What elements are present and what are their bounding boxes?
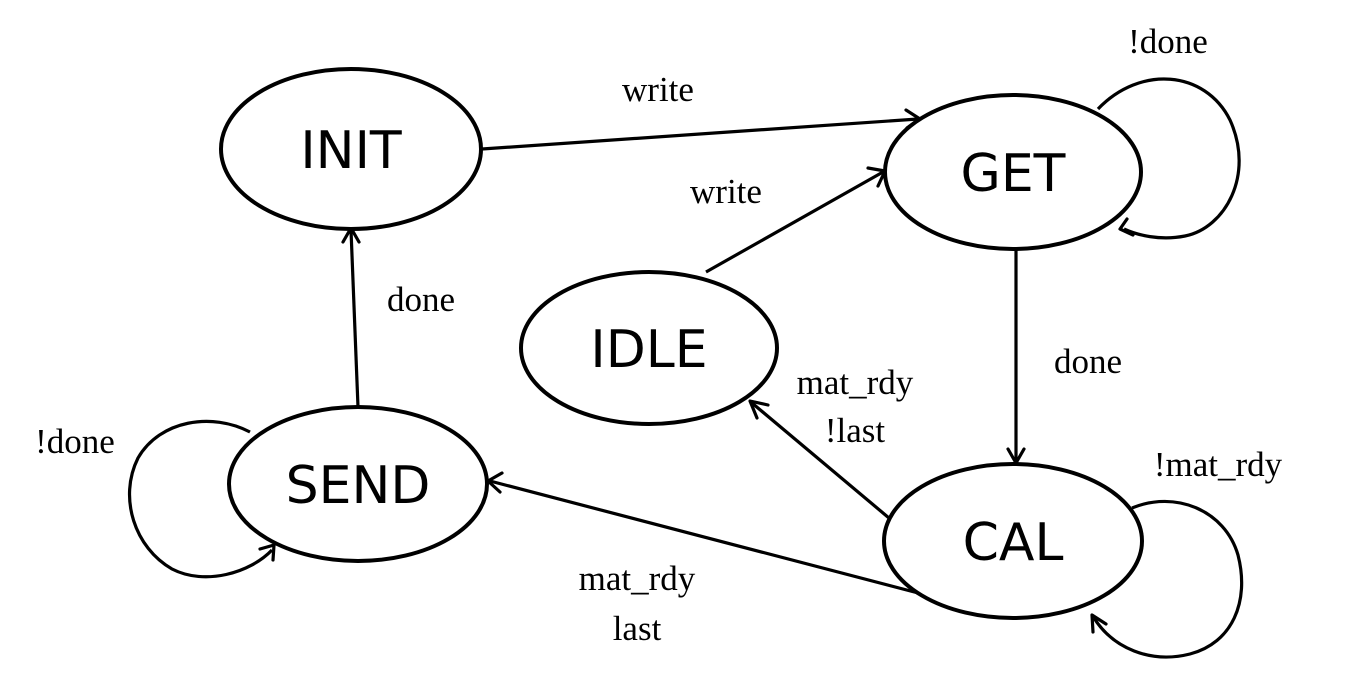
- arrowhead-icon: [258, 543, 276, 562]
- label-cal-to-send-line2: last: [613, 609, 662, 648]
- state-cal-label: CAL: [963, 513, 1064, 573]
- state-init: INIT: [219, 67, 483, 231]
- state-idle-label: IDLE: [590, 320, 707, 380]
- edge-init-to-get: [481, 108, 922, 151]
- label-send-to-init: done: [387, 280, 455, 319]
- state-send: SEND: [227, 405, 489, 563]
- arrowhead-icon: [1118, 217, 1135, 237]
- label-init-to-get: write: [622, 70, 694, 109]
- label-cal-to-idle-line1: mat_rdy: [797, 363, 914, 402]
- edge-send-to-init: [341, 226, 361, 408]
- edge-send-self-loop: [128, 419, 276, 579]
- state-idle: IDLE: [519, 270, 779, 426]
- arrowhead-icon: [1090, 613, 1108, 634]
- label-send-self: !done: [35, 422, 115, 461]
- label-get-self: !done: [1128, 22, 1208, 61]
- edge-get-self-loop: [1096, 77, 1241, 240]
- label-cal-to-send-line1: mat_rdy: [579, 559, 696, 598]
- state-get: GET: [883, 93, 1143, 251]
- state-init-label: INIT: [300, 121, 402, 181]
- edge-cal-self-loop: [1090, 499, 1244, 659]
- label-get-to-cal: done: [1054, 342, 1122, 381]
- state-cal-shape: [882, 462, 1144, 620]
- state-get-shape: [883, 93, 1143, 251]
- edge-cal-to-idle: [748, 399, 891, 520]
- label-cal-to-idle-line2: !last: [825, 411, 886, 450]
- label-idle-to-get: write: [690, 172, 762, 211]
- label-cal-self: !mat_rdy: [1154, 445, 1283, 484]
- edge-get-to-cal: [1006, 249, 1026, 465]
- arrowhead-icon: [748, 399, 770, 420]
- state-send-label: SEND: [286, 456, 431, 516]
- state-idle-shape: [519, 270, 779, 426]
- state-cal: CAL: [882, 462, 1144, 620]
- state-init-shape: [219, 67, 483, 231]
- state-get-label: GET: [961, 144, 1066, 204]
- state-send-shape: [227, 405, 489, 563]
